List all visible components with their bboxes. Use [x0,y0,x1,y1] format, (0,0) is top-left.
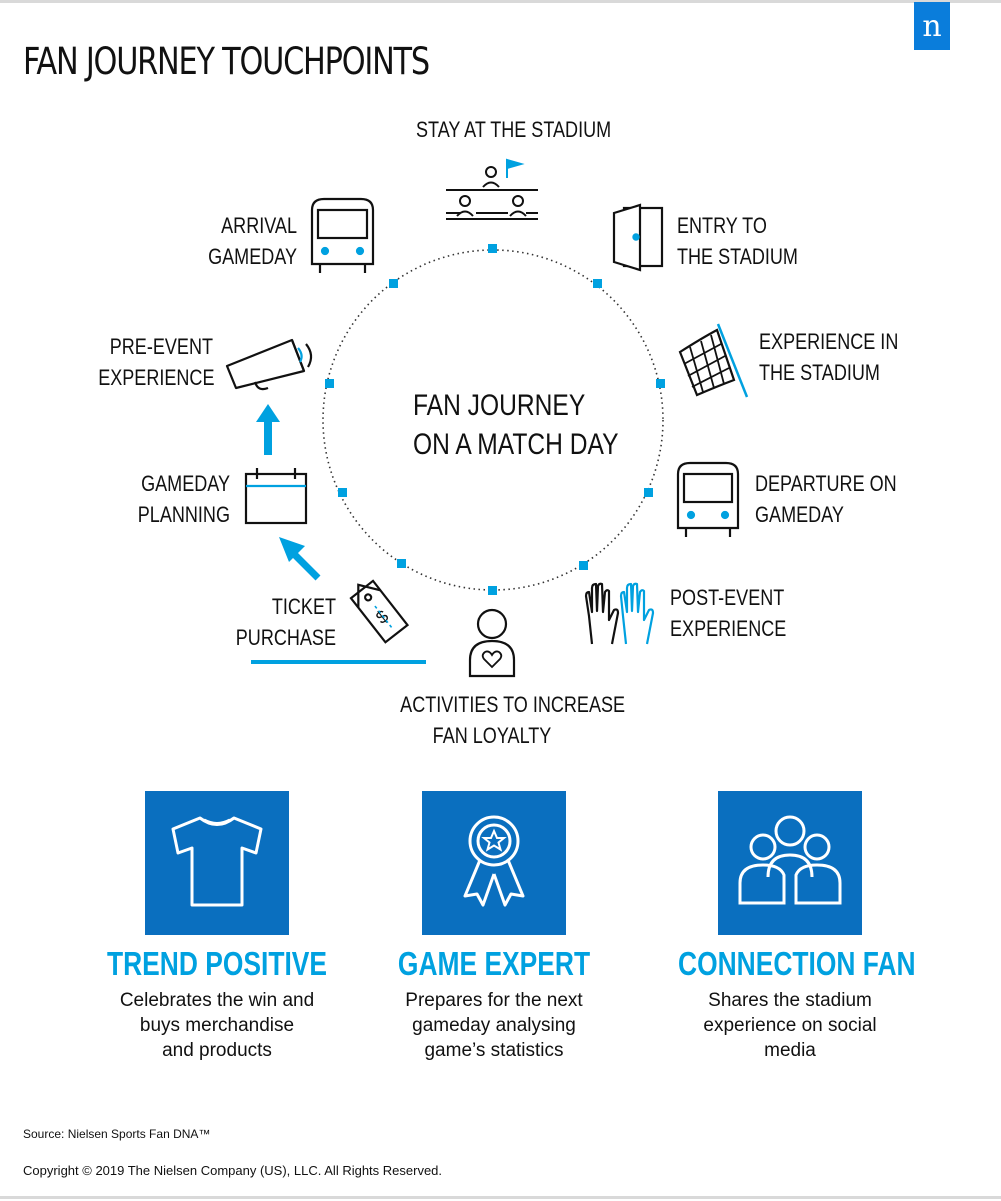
label-line: PURCHASE [235,625,336,650]
label-line: POST-EVENT [670,585,785,610]
node [325,379,334,388]
label-line: GAMEDAY [755,502,844,527]
label-line: GAMEDAY [141,471,230,496]
persona-description: Shares the stadium experience on social … [670,988,910,1063]
label-line: TICKET [271,594,336,619]
center-line: FAN JOURNEY [413,389,586,422]
label-line: STAY AT THE STADIUM [416,117,612,142]
persona-description: Celebrates the win and buys merchandise … [97,988,337,1063]
label-line: ENTRY TO [677,213,767,238]
bus-icon [676,461,740,537]
label-planning: GAMEDAY PLANNING [115,468,230,530]
bottom-border [0,1196,1001,1199]
persona-box-trend-positive [145,791,289,935]
label-line: EXPERIENCE [670,616,787,641]
top-border [0,0,1001,3]
label-line: ACTIVITIES TO INCREASE [400,692,626,717]
center-line: ON A MATCH DAY [413,428,619,461]
price-tag-icon: $ [349,579,410,644]
persona-name: TREND POSITIVE [106,945,328,982]
source-note: Source: Nielsen Sports Fan DNA™ [23,1127,211,1141]
nielsen-logo: n [914,2,950,50]
label-arrival: ARRIVAL GAMEDAY [182,210,297,272]
label-line: FAN LOYALTY [432,723,552,748]
label-line: PRE-EVENT [109,334,213,359]
calendar-icon [244,468,308,525]
label-loyalty: ACTIVITIES TO INCREASE FAN LOYALTY [400,689,626,751]
node [389,279,398,288]
desc-line: media [764,1040,816,1061]
copyright-note: Copyright © 2019 The Nielsen Company (US… [23,1163,443,1178]
arrow-up-icon [256,404,280,455]
t-shirt-icon [171,816,263,907]
bus-icon [310,197,375,273]
person-heart-icon [468,608,516,678]
label-entry: ENTRY TO THE STADIUM [677,210,798,272]
node [656,379,665,388]
group-icon [738,815,842,905]
label-stay: STAY AT THE STADIUM [416,114,612,145]
award-ribbon-icon [463,815,525,907]
persona-box-game-expert [422,791,566,935]
node [579,561,588,570]
circle-nodes [325,244,665,595]
label-line: ARRIVAL [221,213,297,238]
node [397,559,406,568]
desc-line: gameday analysing [412,1015,576,1036]
persona-name: GAME EXPERT [397,945,591,982]
page-title: FAN JOURNEY TOUCHPOINTS [23,40,430,83]
label-line: THE STADIUM [759,360,880,385]
label-pre-event: PRE-EVENT EXPERIENCE [98,331,215,393]
desc-line: game’s statistics [424,1040,564,1061]
persona-description: Prepares for the next gameday analysing … [374,988,614,1063]
svg-text:$: $ [372,606,392,628]
persona-box-connection-fan [718,791,862,935]
persona-name: CONNECTION FAN [678,945,916,982]
label-line: EXPERIENCE [98,365,215,390]
node [338,488,347,497]
label-line: EXPERIENCE IN [759,329,899,354]
desc-line: Prepares for the next [405,990,583,1011]
desc-line: Celebrates the win and [119,990,315,1011]
megaphone-icon [225,338,313,391]
stadium-seats-icon [446,158,538,220]
label-line: DEPARTURE ON [755,471,897,496]
node [488,586,497,595]
label-line: THE STADIUM [677,244,798,269]
label-ticket: TICKET PURCHASE [221,591,336,653]
node [488,244,497,253]
desc-line: experience on social [703,1015,877,1036]
node [644,488,653,497]
checkered-flag-icon [678,323,749,398]
door-icon [612,203,664,272]
journey-diagram: $ [225,158,749,678]
desc-line: and products [162,1040,272,1061]
label-post-event: POST-EVENT EXPERIENCE [670,582,786,644]
label-departure: DEPARTURE ON GAMEDAY [755,468,897,530]
label-line: PLANNING [137,502,230,527]
label-line: GAMEDAY [208,244,297,269]
desc-line: buys merchandise [139,1015,295,1036]
raised-hands-icon [584,582,655,645]
arrow-up-left-icon [279,537,321,581]
journey-center-label: FAN JOURNEY ON A MATCH DAY [413,386,619,464]
label-experience: EXPERIENCE IN THE STADIUM [759,326,898,388]
node [593,279,602,288]
desc-line: Shares the stadium [708,990,872,1011]
